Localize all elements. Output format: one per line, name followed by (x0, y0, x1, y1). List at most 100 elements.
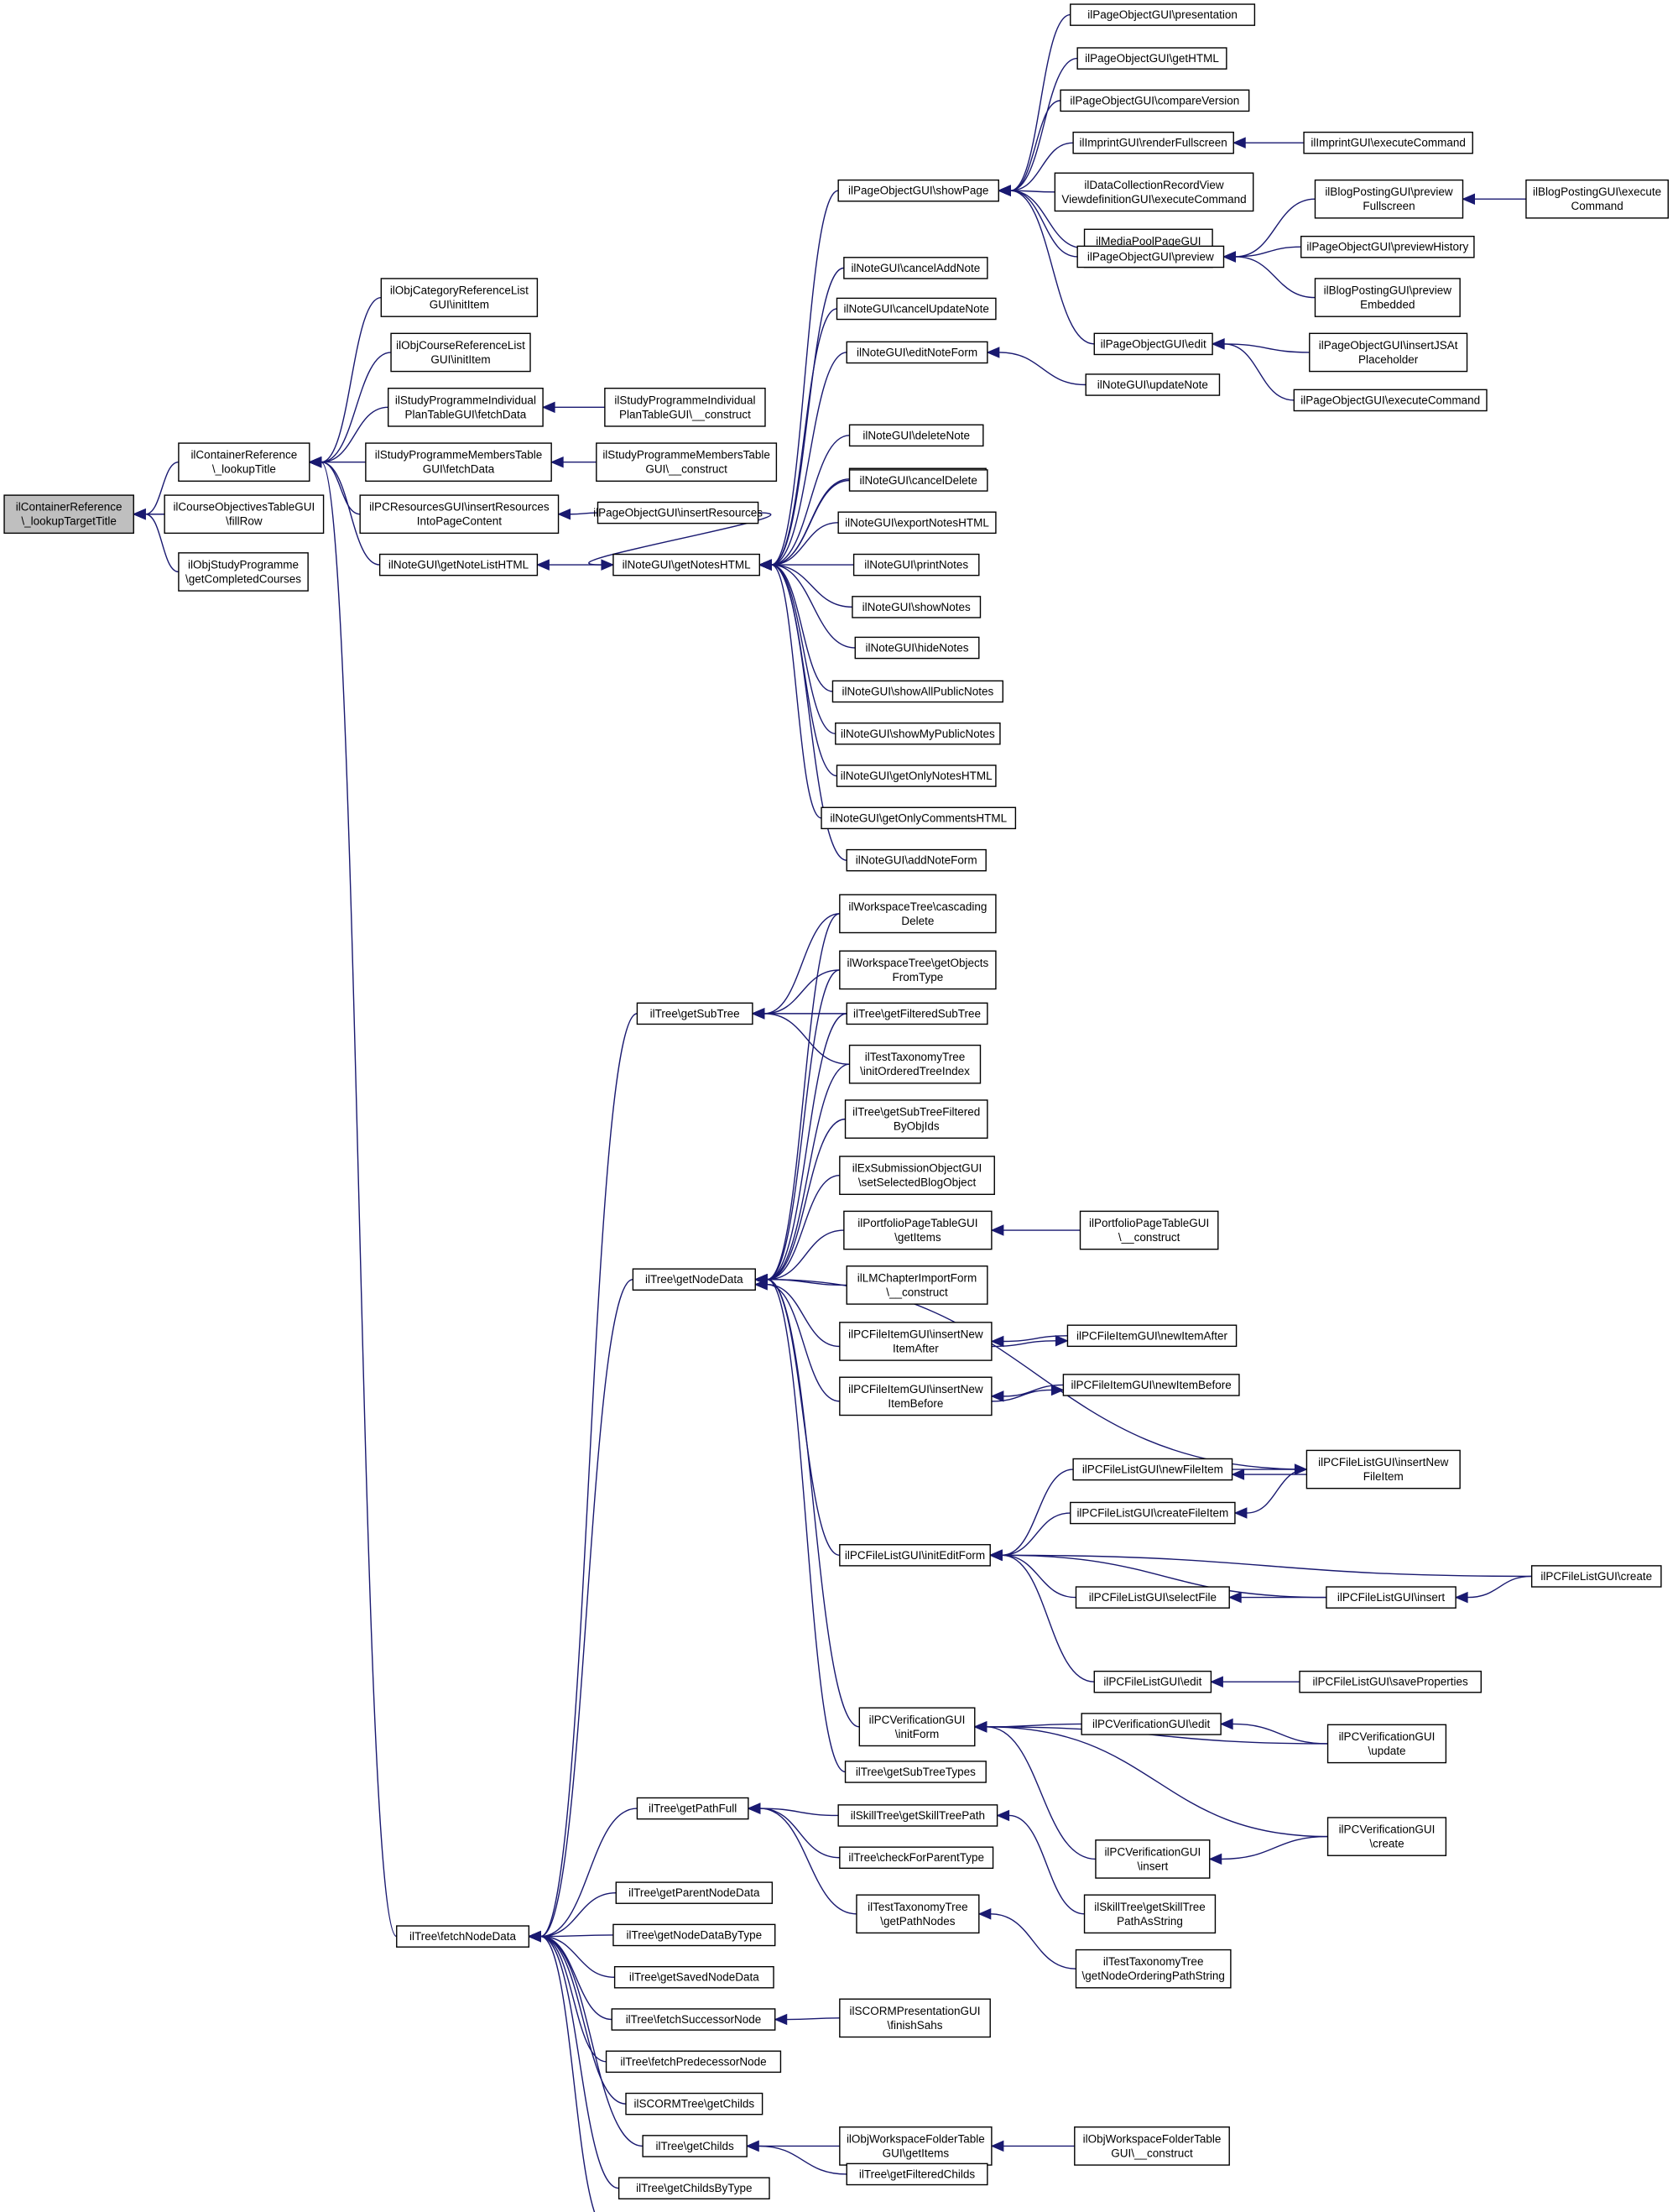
function-node[interactable]: ilPageObjectGUI\executeCommand (1293, 389, 1488, 412)
call-edge (1008, 1814, 1085, 1915)
function-node[interactable]: ilPageObjectGUI\getHTML (1076, 47, 1227, 70)
function-node[interactable]: ilTree\getPathFull (636, 1797, 749, 1820)
function-node[interactable]: ilPageObjectGUI\compareVersion (1060, 89, 1250, 112)
function-node[interactable]: ilPCVerificationGUI\create (1326, 1817, 1447, 1856)
function-node[interactable]: ilNoteGUI\hideNotes (854, 636, 980, 660)
function-node[interactable]: ilStudyProgrammeIndividualPlanTableGUI\f… (387, 387, 544, 427)
function-node[interactable]: ilPCFileListGUI\create (1530, 1565, 1662, 1588)
node-box (615, 1881, 774, 1904)
function-node[interactable]: ilNoteGUI\getNoteListHTML (378, 553, 539, 576)
function-node[interactable]: ilPCFileListGUI\insert (1326, 1586, 1457, 1609)
function-node[interactable]: ilNoteGUI\cancelUpdateNote (836, 297, 997, 321)
function-node[interactable]: ilPageObjectGUI\preview (1076, 245, 1225, 269)
function-node[interactable]: ilSCORMPresentationGUI\finishSahs (839, 1998, 991, 2038)
function-node[interactable]: ilNoteGUI\updateNote (1085, 373, 1221, 396)
arrowhead (973, 1721, 988, 1733)
function-node[interactable]: ilTree\getParentNodeData (615, 1881, 774, 1904)
function-node[interactable]: ilTree\getFilteredSubTree (846, 1002, 988, 1025)
function-node[interactable]: ilStudyProgrammeMembersTableGUI\fetchDat… (365, 442, 552, 483)
function-node[interactable]: ilNoteGUI\getOnlyCommentsHTML (821, 806, 1017, 830)
function-node[interactable]: ilBlogPostingGUI\executeCommand (1525, 179, 1669, 219)
function-node[interactable]: ilNoteGUI\deleteNote (848, 424, 984, 447)
function-node[interactable]: ilNoteGUI\showNotes (852, 596, 982, 618)
function-node[interactable]: ilPCFileItemGUI\newItemBefore (1062, 1374, 1240, 1396)
node-box (1070, 3, 1256, 26)
function-node[interactable]: ilNoteGUI\getOnlyNotesHTML (836, 764, 997, 787)
root-function-node[interactable]: ilContainerReference\_lookupTargetTitle (3, 494, 134, 535)
function-node[interactable]: ilStudyProgrammeIndividualPlanTableGUI\_… (604, 387, 766, 427)
function-node[interactable]: ilPCResourcesGUI\insertResourcesIntoPage… (359, 494, 560, 535)
function-node[interactable]: ilPCVerificationGUI\edit (1081, 1713, 1222, 1735)
function-node[interactable]: ilExSubmissionObjectGUI\setSelectedBlogO… (839, 1156, 995, 1196)
function-node[interactable]: ilNoteGUI\exportNotesHTML (837, 511, 997, 535)
function-node[interactable]: ilTree\fetchNodeData (396, 1925, 530, 1948)
function-node[interactable]: ilPCFileListGUI\initEditForm (839, 1544, 991, 1567)
function-node[interactable]: ilPageObjectGUI\edit (1093, 332, 1213, 356)
function-node[interactable]: ilNoteGUI\editNoteForm (846, 341, 988, 364)
function-node[interactable]: ilPortfolioPageTableGUI\__construct (1079, 1210, 1219, 1250)
function-node[interactable]: ilTree\checkForParentType (839, 1846, 994, 1870)
function-node[interactable]: ilTree\getSubTree (636, 1002, 753, 1025)
function-node[interactable]: ilTestTaxonomyTree\initOrderedTreeIndex (848, 1044, 982, 1084)
function-node[interactable]: ilTree\fetchPredecessorNode (605, 2050, 782, 2074)
function-node[interactable]: ilPCFileListGUI\saveProperties (1299, 1670, 1482, 1693)
function-node[interactable]: ilObjStudyProgramme\getCompletedCourses (178, 552, 309, 592)
function-node[interactable]: ilCourseObjectivesTableGUI\fillRow (164, 494, 325, 535)
function-node[interactable]: ilNoteGUI\showAllPublicNotes (831, 680, 1004, 703)
function-node[interactable]: ilPCFileListGUI\createFileItem (1070, 1501, 1236, 1525)
function-node[interactable]: ilPCVerificationGUI\update (1326, 1724, 1447, 1764)
function-node[interactable]: ilContainerReference\_lookupTitle (178, 442, 310, 483)
function-node[interactable]: ilTree\getChilds (642, 2135, 748, 2157)
function-node[interactable]: ilPCFileItemGUI\newItemAfter (1066, 1324, 1238, 1348)
function-node[interactable]: ilPCFileListGUI\selectFile (1075, 1586, 1230, 1609)
function-node[interactable]: ilImprintGUI\renderFullscreen (1072, 131, 1234, 154)
function-node[interactable]: ilPCVerificationGUI\initForm (858, 1707, 976, 1747)
function-node[interactable]: ilNoteGUI\addNoteForm (846, 848, 987, 872)
function-node[interactable]: ilTree\getSavedNodeData (613, 1965, 774, 1989)
function-node[interactable]: ilTree\fetchSuccessorNode (611, 2008, 776, 2031)
function-node[interactable]: ilPageObjectGUI\showPage (837, 179, 999, 202)
function-node[interactable]: ilNoteGUI\printNotes (852, 553, 980, 576)
call-edge (320, 462, 361, 515)
function-node[interactable]: ilPageObjectGUI\presentation (1070, 3, 1256, 26)
function-node[interactable]: ilTestTaxonomyTree\getNodeOrderingPathSt… (1075, 1949, 1232, 1989)
function-node[interactable]: ilNoteGUI\cancelDelete (848, 469, 988, 492)
function-node[interactable]: ilNoteGUI\showMyPublicNotes (835, 722, 1001, 745)
function-node[interactable]: ilNoteGUI\getNotesHTML (612, 553, 760, 576)
function-node[interactable]: ilPortfolioPageTableGUI\getItems (843, 1210, 993, 1250)
function-node[interactable]: ilPageObjectGUI\previewHistory (1300, 235, 1475, 258)
function-node[interactable]: ilTree\getNodeDataByType (612, 1923, 776, 1947)
function-node[interactable]: ilPCVerificationGUI\insert (1095, 1839, 1211, 1879)
node-label: ilTree\getNodeData (645, 1273, 743, 1286)
function-node[interactable]: ilTree\getFilteredChilds (846, 2162, 988, 2186)
function-node[interactable]: ilImprintGUI\executeCommand (1303, 131, 1473, 154)
function-node[interactable]: ilSkillTree\getSkillTreePath (837, 1804, 998, 1827)
function-node[interactable]: ilPageObjectGUI\insertResources (593, 501, 763, 524)
function-node[interactable]: ilPCFileListGUI\newFileItem (1072, 1458, 1233, 1481)
function-node[interactable]: ilDataCollectionRecordViewViewdefinition… (1054, 172, 1254, 212)
function-node[interactable]: ilLMChapterImportForm\__construct (846, 1265, 988, 1305)
node-box (1326, 1586, 1457, 1609)
function-node[interactable]: ilTree\getChildsByType (618, 2177, 770, 2199)
function-node[interactable]: ilNoteGUI\cancelAddNote (843, 257, 988, 279)
function-node[interactable]: ilTree\getSubTreeTypes (844, 1761, 987, 1783)
function-node[interactable]: ilTree\getNodeData (632, 1268, 756, 1291)
function-node[interactable]: ilSCORMTree\getChilds (625, 2092, 763, 2115)
function-node[interactable]: ilTestTaxonomyTree\getPathNodes (856, 1894, 980, 1934)
function-node[interactable]: ilPCFileListGUI\edit (1093, 1670, 1212, 1693)
function-node[interactable]: ilStudyProgrammeMembersTableGUI\__constr… (596, 442, 778, 483)
